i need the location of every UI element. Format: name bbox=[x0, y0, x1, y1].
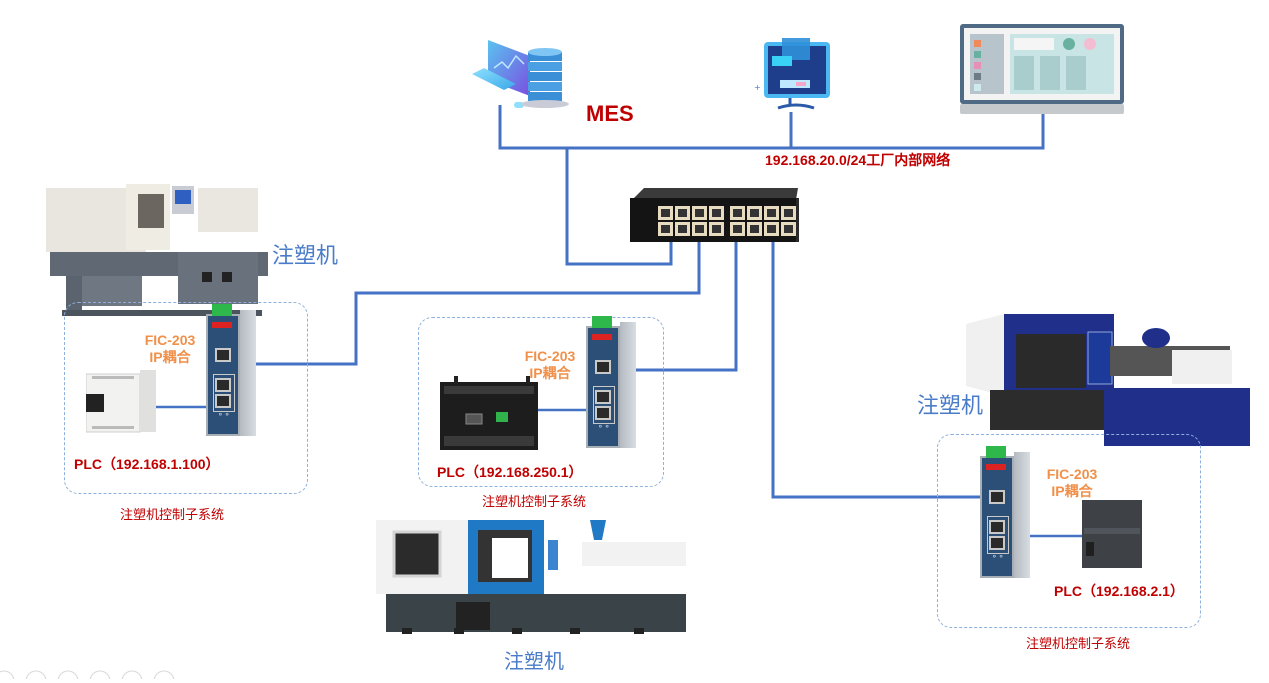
switch-port-socket bbox=[767, 225, 776, 233]
coupler-model-3: FIC-203 bbox=[1046, 466, 1098, 482]
ethernet-port-icon bbox=[595, 406, 611, 420]
svg-text:+: + bbox=[754, 83, 761, 92]
switch-port-socket bbox=[661, 225, 670, 233]
switch-port-socket bbox=[695, 225, 704, 233]
mes-server-illustration bbox=[470, 38, 588, 118]
coupler-type-2: IP耦合 bbox=[529, 365, 571, 381]
switch-dial-icon: ⚬⚬ bbox=[991, 552, 1005, 561]
industrial-terminal-illustration: + bbox=[752, 36, 832, 114]
subsystem-box-3 bbox=[937, 434, 1201, 628]
switch-port-socket bbox=[678, 209, 687, 217]
ethernet-port-icon bbox=[989, 520, 1005, 534]
subsystem-label-1: 注塑机控制子系统 bbox=[120, 508, 225, 523]
lan-label: 192.168.20.0/24工厂内部网络 bbox=[765, 152, 951, 168]
switch-port-socket bbox=[750, 209, 759, 217]
coupler-type-1: IP耦合 bbox=[149, 349, 191, 365]
power-terminal-icon bbox=[592, 316, 612, 328]
coupler-model-1: FIC-203 bbox=[144, 332, 196, 348]
switch-port-socket bbox=[750, 225, 759, 233]
ethernet-port-icon bbox=[595, 360, 611, 374]
dashboard-monitor-icon bbox=[960, 24, 1124, 114]
fic-203-coupler-3: ⚬⚬ bbox=[980, 446, 1030, 578]
switch-port-socket bbox=[733, 209, 742, 217]
subsystem-box-2 bbox=[418, 317, 664, 487]
subsystem-label-3: 注塑机控制子系统 bbox=[1026, 637, 1131, 652]
injection-molding-machine-3 bbox=[960, 290, 1260, 450]
dashboard-display-illustration bbox=[960, 24, 1124, 114]
switch-port-socket bbox=[678, 225, 687, 233]
ethernet-port-icon bbox=[595, 390, 611, 404]
plc-label-1: PLC（192.168.1.100） bbox=[74, 456, 220, 472]
switch-dial-icon: ⚬⚬ bbox=[597, 422, 611, 431]
monitor-icon: + bbox=[754, 38, 830, 110]
power-terminal-icon bbox=[212, 304, 232, 316]
machine-label-2: 注塑机 bbox=[504, 649, 564, 673]
machine-label-3: 注塑机 bbox=[917, 394, 984, 419]
plc-label-3: PLC（192.168.2.1） bbox=[1054, 583, 1184, 599]
ethernet-port-icon bbox=[215, 394, 231, 408]
computer-server-icon bbox=[472, 40, 569, 108]
plc-device-3 bbox=[1082, 500, 1144, 570]
plc-device-2 bbox=[440, 376, 540, 452]
injection-molding-machine-2 bbox=[372, 514, 688, 636]
switch-dial-icon: ⚬⚬ bbox=[217, 410, 231, 419]
switch-port-socket bbox=[712, 209, 721, 217]
switch-port-socket bbox=[661, 209, 670, 217]
power-terminal-icon bbox=[986, 446, 1006, 458]
switch-port-socket bbox=[767, 209, 776, 217]
machine-label-1: 注塑机 bbox=[272, 244, 339, 269]
ethernet-port-icon bbox=[989, 536, 1005, 550]
fic-203-coupler-1: ⚬⚬ bbox=[206, 304, 256, 436]
ethernet-port-icon bbox=[989, 490, 1005, 504]
ethernet-switch-icon bbox=[630, 188, 799, 242]
coupler-label-1: FIC-203 IP耦合 bbox=[138, 332, 202, 366]
switch-port-socket bbox=[733, 225, 742, 233]
coupler-label-3: FIC-203 IP耦合 bbox=[1040, 466, 1104, 500]
mes-label: MES bbox=[586, 101, 634, 126]
switch-port-socket bbox=[712, 225, 721, 233]
coupler-model-2: FIC-203 bbox=[524, 348, 576, 364]
plc-device-1 bbox=[85, 368, 158, 434]
switch-port-socket bbox=[784, 209, 793, 217]
coupler-type-3: IP耦合 bbox=[1051, 483, 1093, 499]
switch-port-socket bbox=[695, 209, 704, 217]
injection-molding-machine-1 bbox=[22, 180, 270, 318]
ethernet-port-icon bbox=[215, 348, 231, 362]
coupler-label-2: FIC-203 IP耦合 bbox=[518, 348, 582, 382]
fic-203-coupler-2: ⚬⚬ bbox=[586, 316, 636, 448]
subsystem-label-2: 注塑机控制子系统 bbox=[482, 495, 587, 510]
ethernet-port-icon bbox=[215, 378, 231, 392]
switch-port-socket bbox=[784, 225, 793, 233]
plc-label-2: PLC（192.168.250.1） bbox=[437, 464, 583, 480]
ethernet-switch bbox=[628, 186, 800, 244]
subsystem-box-1 bbox=[64, 302, 308, 494]
